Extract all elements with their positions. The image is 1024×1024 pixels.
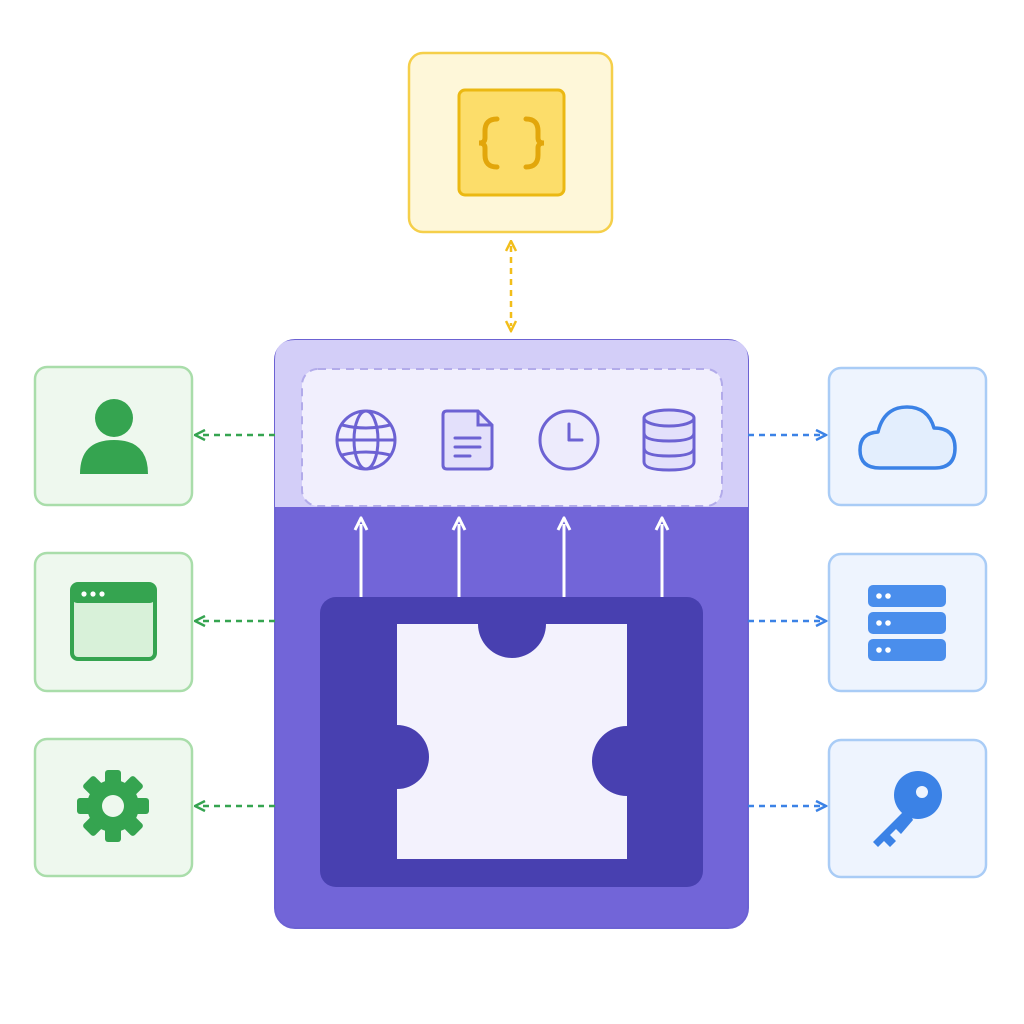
server-icon (868, 585, 946, 661)
globe-icon (335, 409, 397, 471)
database-icon (642, 408, 696, 472)
right-node-cloud (827, 366, 988, 507)
upward-arrows (361, 524, 662, 597)
api-panel (301, 368, 723, 507)
browser-window-icon (70, 582, 157, 661)
cloud-icon (858, 405, 957, 470)
puzzle-piece-icon (397, 624, 627, 859)
gear-icon (77, 770, 149, 842)
top-node-code (407, 51, 614, 234)
user-icon (80, 399, 148, 474)
left-node-browser (33, 551, 194, 693)
core-extension-block (274, 339, 749, 929)
key-icon (873, 771, 942, 847)
right-node-server (827, 552, 988, 693)
left-node-user (33, 365, 194, 507)
clock-icon (538, 409, 600, 471)
right-node-key (827, 738, 988, 879)
document-icon (441, 409, 494, 471)
code-braces-icon (457, 88, 566, 197)
left-node-settings (33, 737, 194, 878)
